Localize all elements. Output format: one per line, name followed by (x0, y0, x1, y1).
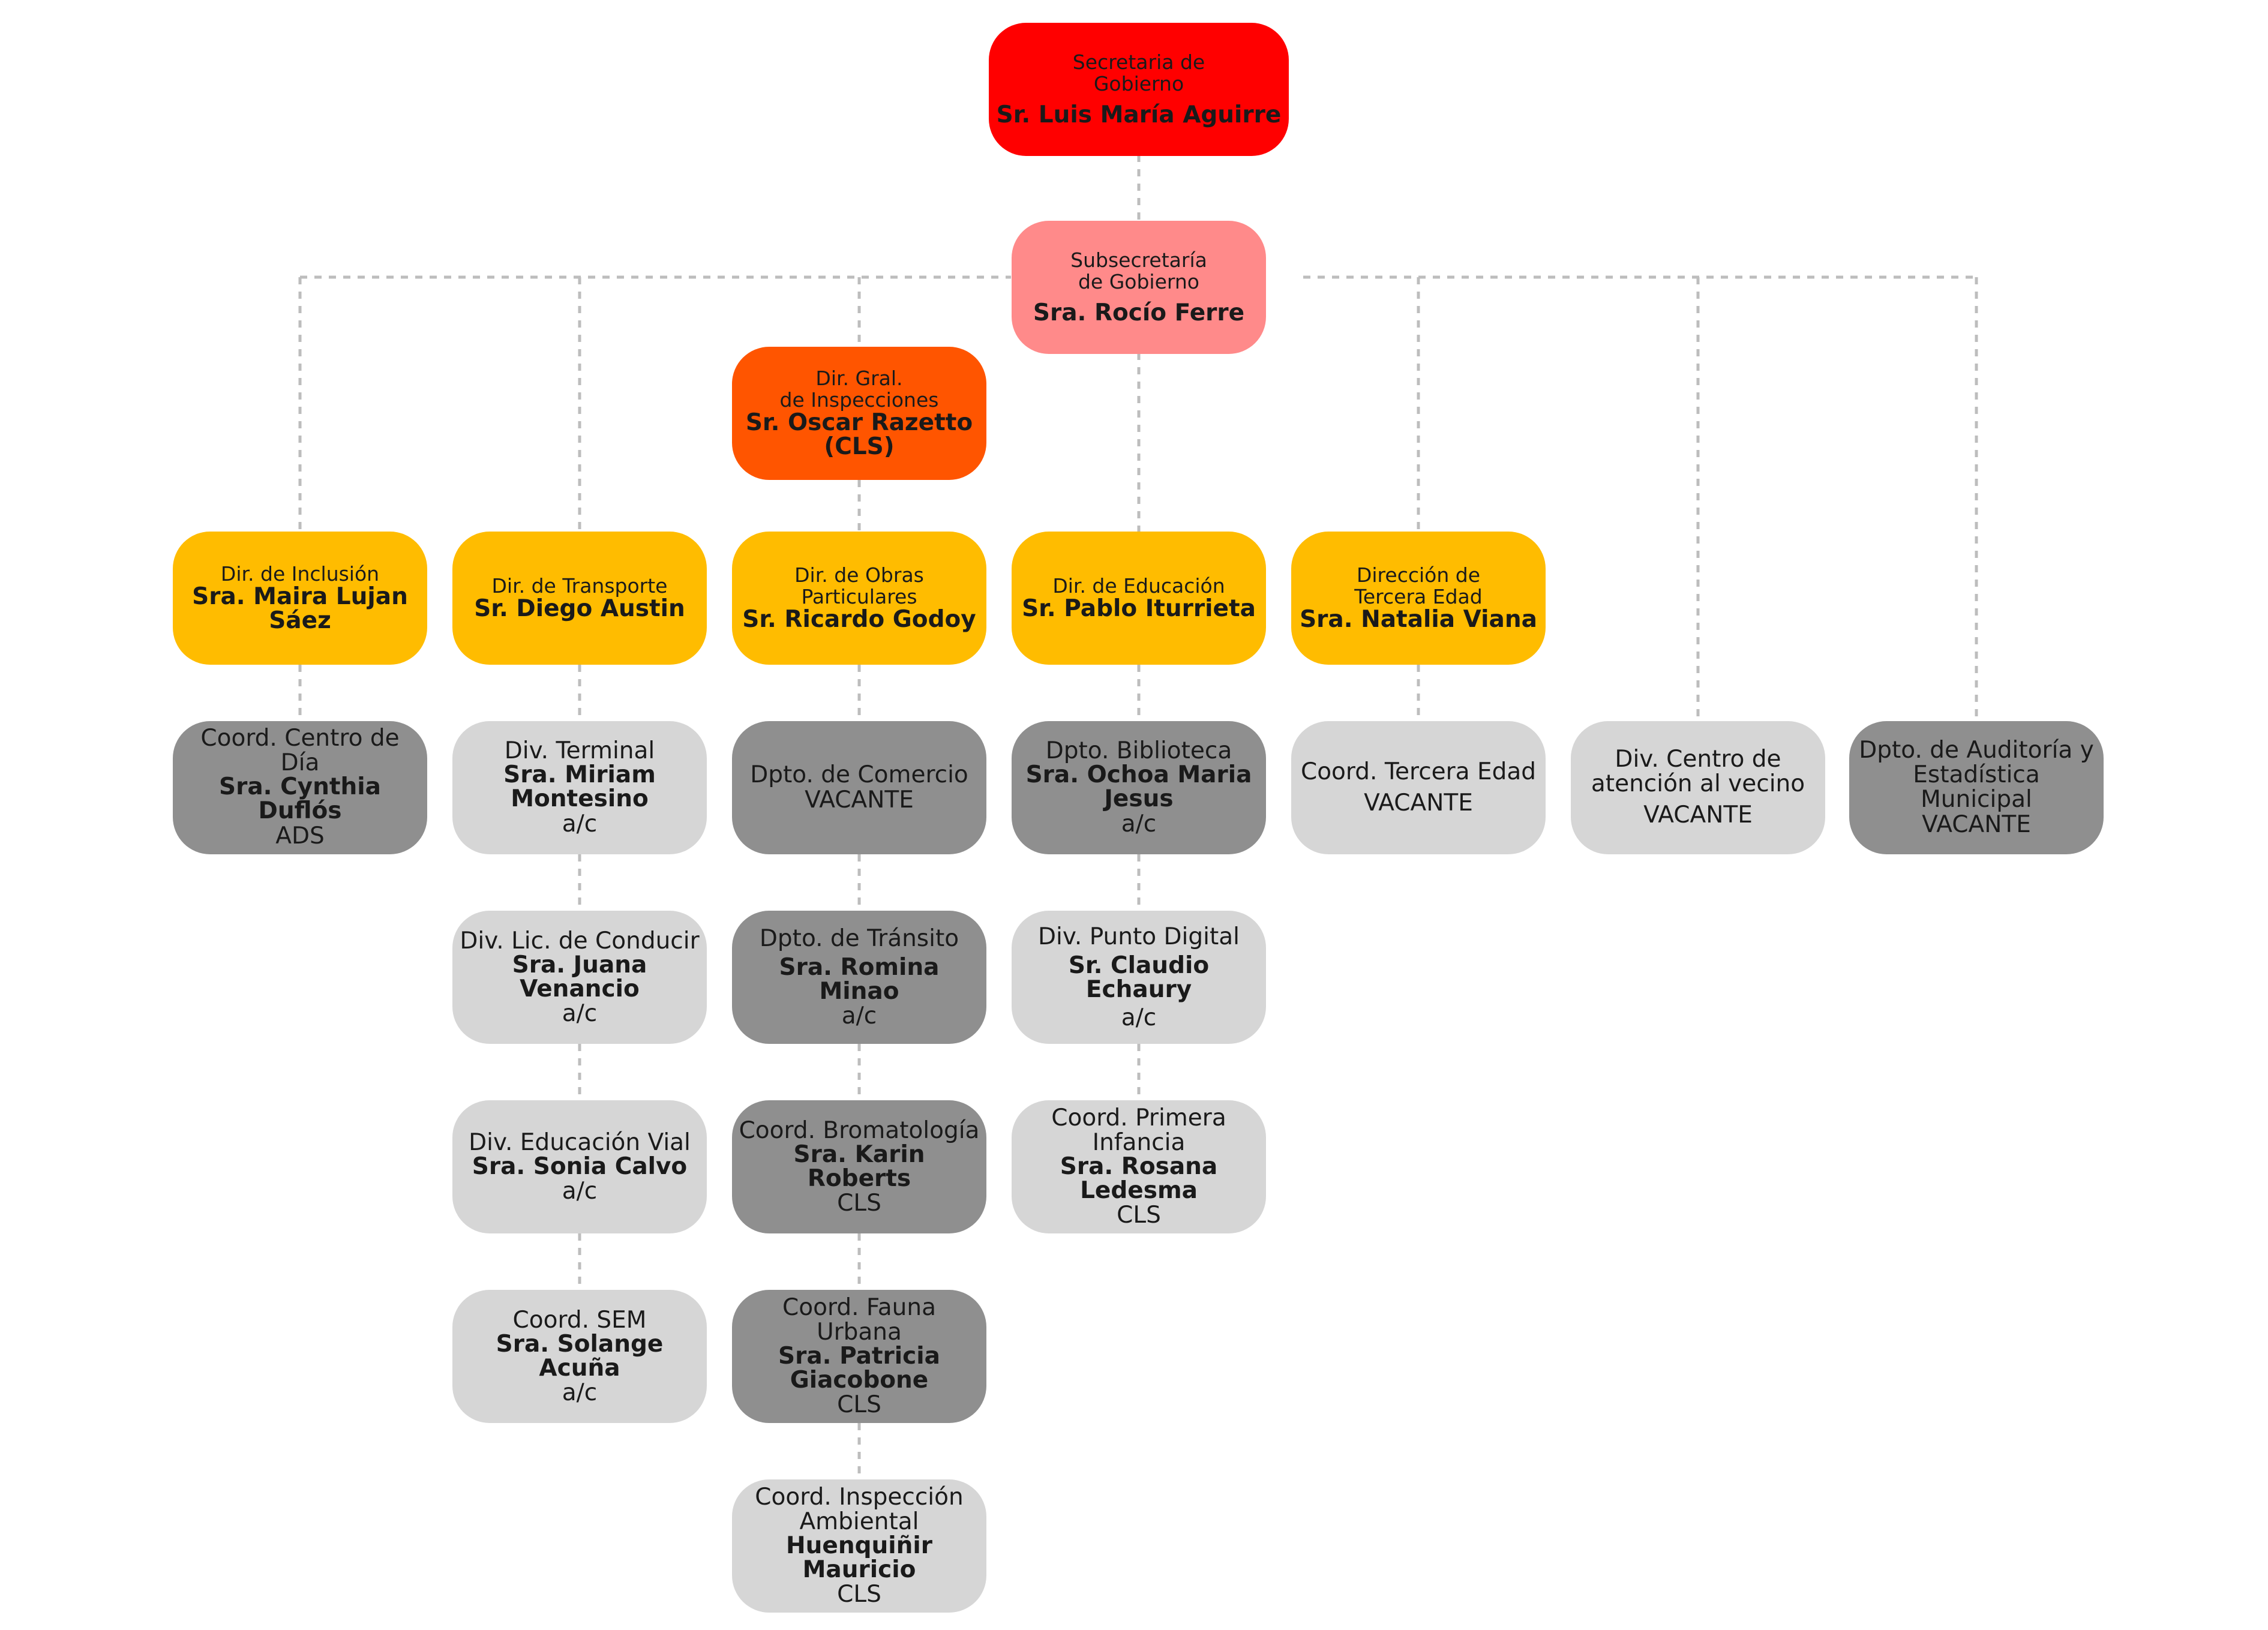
node-title: Coord. Bromatología (739, 1116, 980, 1144)
node-coord-bromatologia: Coord. Bromatología Sra. Karin Roberts C… (732, 1100, 986, 1233)
node-status: VACANTE (805, 786, 914, 814)
node-title: Div. Punto Digital (1037, 923, 1240, 950)
node-dir-educacion: Dir. de Educación Sr. Pablo Iturrieta (1012, 532, 1266, 665)
node-status: a/c (562, 1177, 598, 1205)
node-person: Sr. Claudio Echaury (1068, 951, 1210, 1003)
node-coord-centro-de-dia: Coord. Centro de Día Sra. Cynthia Duflós… (173, 721, 427, 854)
node-status: CLS (837, 1391, 881, 1418)
node-person: Huenquiñir Mauricio (785, 1532, 933, 1583)
node-person: Sra. Juana Venancio (512, 951, 647, 1002)
node-status: VACANTE (1643, 802, 1753, 828)
node-title: Coord. Tercera Edad (1300, 758, 1537, 785)
node-dir-gral-inspecciones: Dir. Gral.de Inspecciones Sr. Oscar Raze… (732, 347, 986, 480)
node-person: Sra. Solange Acuña (496, 1330, 664, 1382)
node-status: a/c (562, 1379, 598, 1406)
node-person: Sr. Luis María Aguirre (996, 101, 1282, 128)
node-title: Div. Lic. de Conducir (460, 927, 700, 954)
node-status: a/c (1121, 1004, 1157, 1031)
node-person: Sr. Pablo Iturrieta (1022, 595, 1256, 622)
node-person: Sra. Sonia Calvo (472, 1152, 688, 1180)
node-person: Sr. Oscar Razetto(CLS) (745, 409, 973, 460)
node-title: Coord. SEM (512, 1306, 647, 1334)
node-title: Div. Educación Vial (469, 1128, 691, 1156)
node-person: Sra. Karin Roberts (793, 1140, 925, 1192)
node-status: a/c (562, 999, 598, 1027)
node-title: Dir. de Inclusión (220, 562, 380, 586)
node-status: a/c (1121, 810, 1157, 837)
node-person: Sra. Natalia Viana (1300, 606, 1537, 633)
node-div-punto-digital: Div. Punto Digital Sr. Claudio Echaury a… (1012, 911, 1266, 1044)
node-person: Sra. Cynthia Duflós (219, 773, 381, 824)
node-title: Dpto. de Comercio (750, 761, 968, 788)
node-status: CLS (837, 1189, 881, 1217)
node-status: CLS (837, 1581, 881, 1608)
node-title: Coord. Centro de Día (200, 725, 400, 776)
node-status: VACANTE (1364, 789, 1473, 816)
node-dir-inclusion: Dir. de Inclusión Sra. Maira Lujan Sáez (173, 532, 427, 665)
node-person: Sra. Romina Minao (779, 953, 940, 1005)
node-dir-transporte: Dir. de Transporte Sr. Diego Austin (452, 532, 707, 665)
node-status: CLS (1117, 1202, 1161, 1229)
node-person: Sr. Ricardo Godoy (742, 606, 976, 633)
node-status: ADS (275, 822, 325, 849)
node-status: a/c (841, 1002, 877, 1029)
node-title: Coord. Fauna Urbana (782, 1294, 936, 1346)
node-person: Sr. Diego Austin (474, 595, 685, 622)
node-title: Dir. de Transporte (491, 574, 668, 598)
node-status: VACANTE (1922, 811, 2031, 838)
node-title: Div. Terminal (504, 737, 655, 764)
node-title: Dir. de Educación (1052, 574, 1225, 598)
node-title: Dir. Gral.de Inspecciones (779, 367, 939, 412)
node-status: a/c (562, 810, 598, 837)
node-div-educacion-vial: Div. Educación Vial Sra. Sonia Calvo a/c (452, 1100, 707, 1233)
node-title: Dpto. Biblioteca (1045, 737, 1232, 764)
node-person: Sra. Maira Lujan Sáez (192, 583, 408, 634)
node-coord-tercera-edad: Coord. Tercera Edad VACANTE (1291, 721, 1546, 854)
node-dpto-comercio: Dpto. de Comercio VACANTE (732, 721, 986, 854)
node-title: Dpto. de Tránsito (759, 924, 959, 952)
node-person: Sra. Rocío Ferre (1033, 299, 1245, 326)
node-div-lic-conducir: Div. Lic. de Conducir Sra. Juana Venanci… (452, 911, 707, 1044)
node-dpto-transito: Dpto. de Tránsito Sra. Romina Minao a/c (732, 911, 986, 1044)
node-coord-sem: Coord. SEM Sra. Solange Acuña a/c (452, 1290, 707, 1423)
node-person: Sra. Rosana Ledesma (1060, 1153, 1218, 1204)
